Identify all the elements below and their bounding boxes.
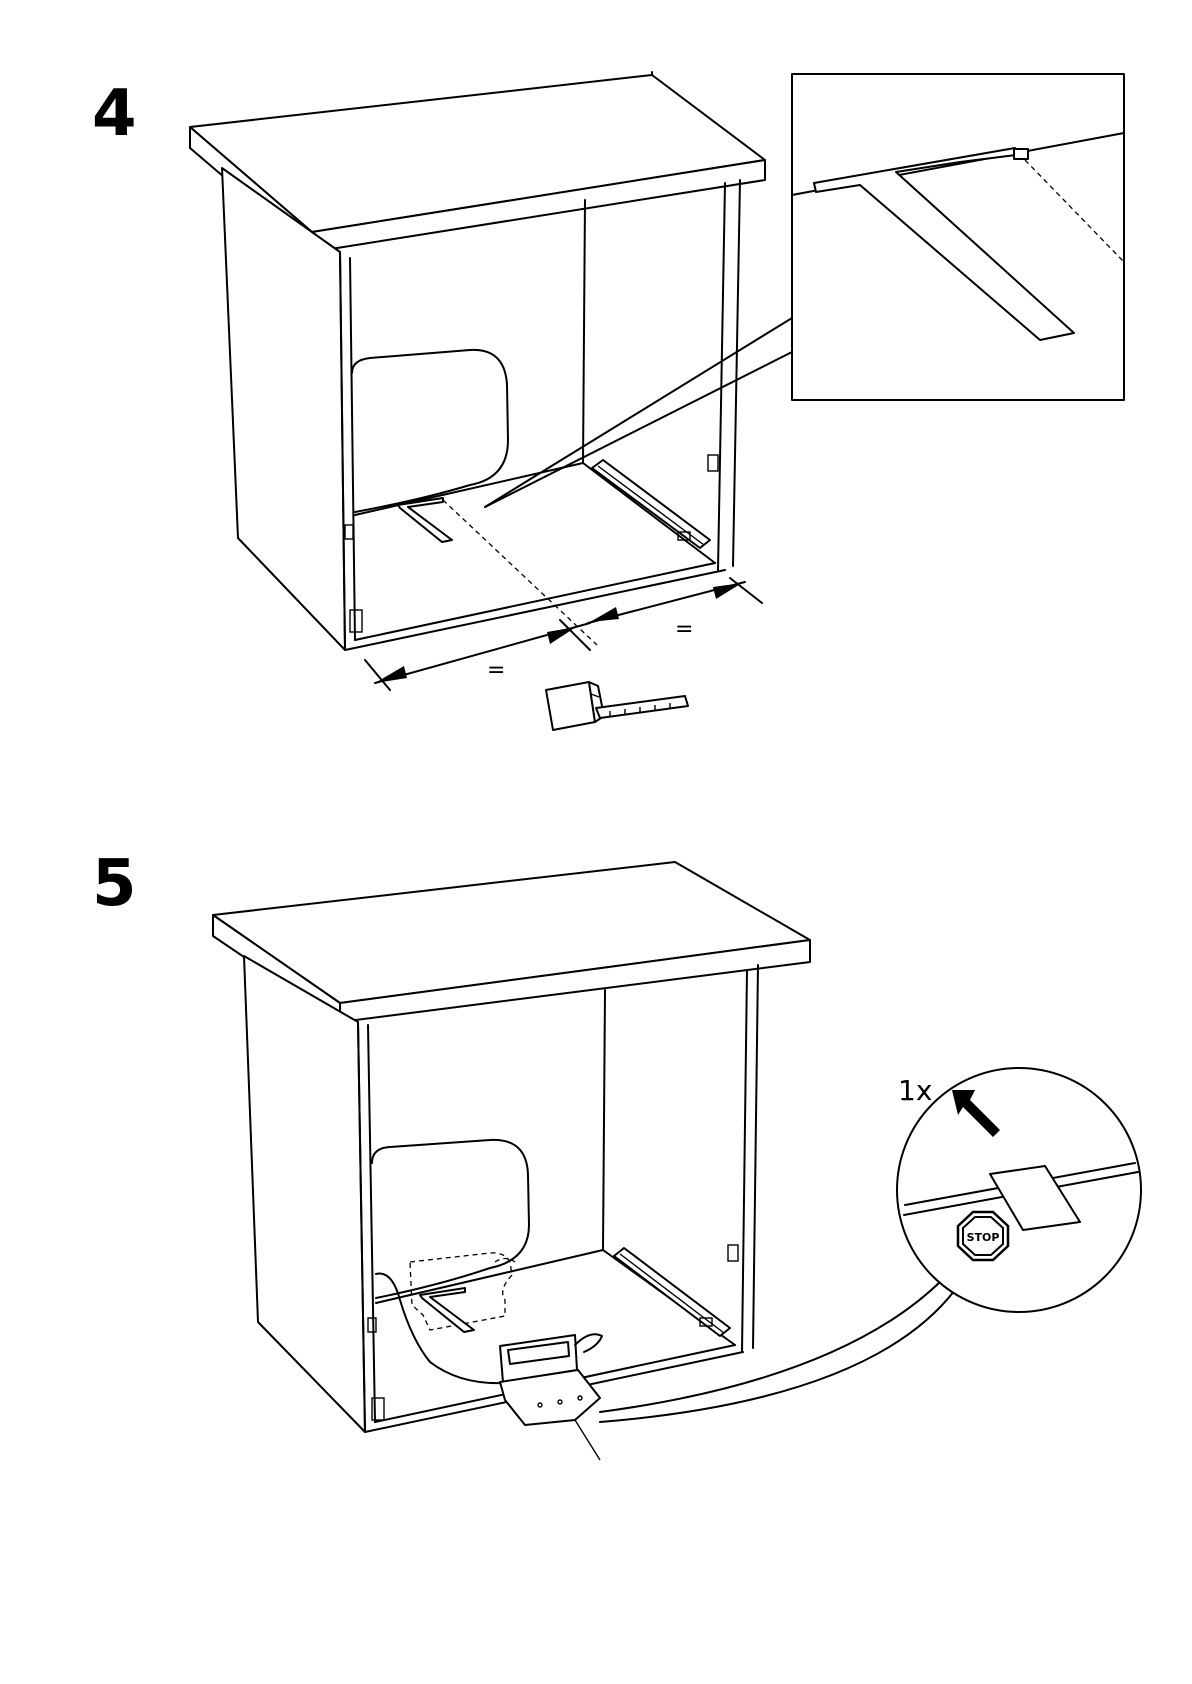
sensor-device xyxy=(500,1334,602,1460)
center-guide-line-4 xyxy=(443,500,597,645)
drawer-runner-5 xyxy=(614,1248,730,1336)
callout-connector-lower xyxy=(600,1290,955,1422)
drawer-runner-4 xyxy=(592,460,710,548)
dimension-arrow-icon xyxy=(375,666,407,683)
center-bracket-4 xyxy=(398,498,452,542)
stop-sign-label: STOP xyxy=(967,1231,1000,1244)
cabinet-4 xyxy=(222,168,740,650)
equal-sign-left: = xyxy=(487,658,505,683)
center-bracket-5 xyxy=(420,1288,474,1332)
step-4-illustration: = = xyxy=(190,72,1124,730)
detail-callout-5: STOP xyxy=(897,1068,1141,1312)
stop-sign-icon: STOP xyxy=(958,1212,1008,1260)
detail-callout-4 xyxy=(792,74,1124,400)
quantity-label: 1x xyxy=(898,1074,932,1107)
tape-measure-icon xyxy=(546,682,688,730)
back-panel-cutout-4 xyxy=(352,350,508,512)
equal-sign-right: = xyxy=(675,617,693,642)
back-panel-cutout-5 xyxy=(372,1140,529,1298)
step-5-illustration: STOP 1x xyxy=(213,862,1141,1460)
